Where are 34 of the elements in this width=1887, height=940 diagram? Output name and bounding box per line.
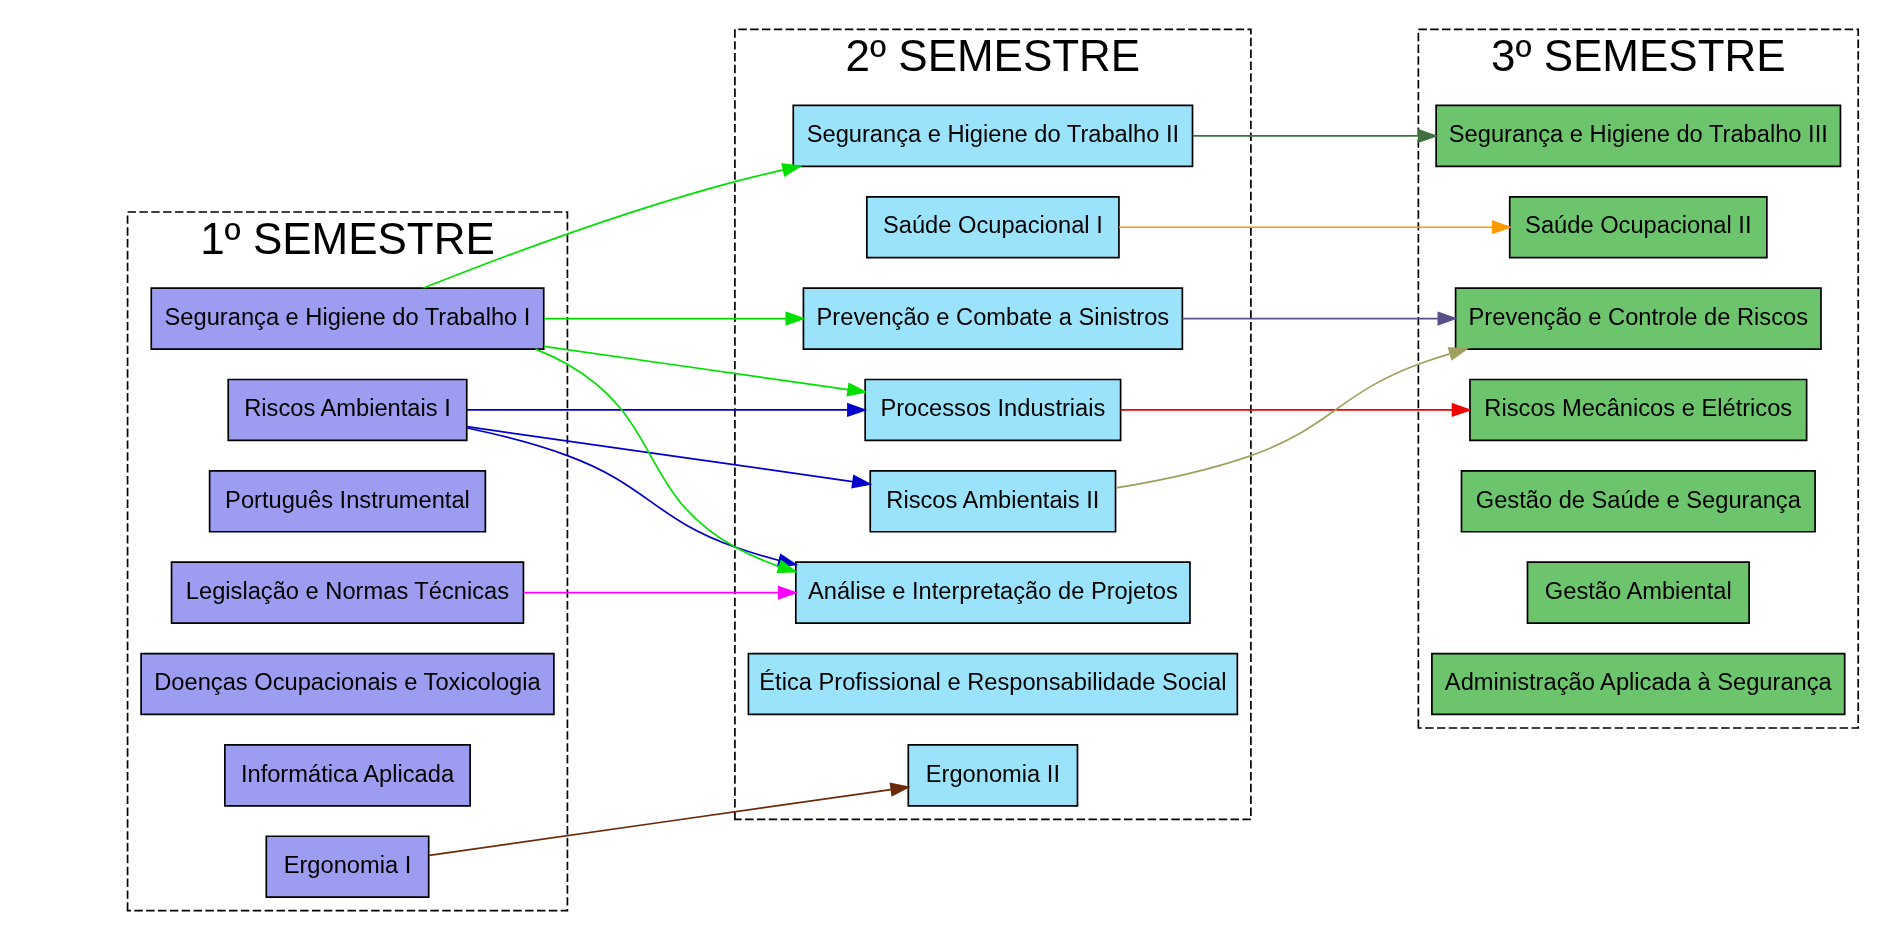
node-box: Português Instrumental xyxy=(208,470,487,533)
arrow xyxy=(522,585,799,600)
arrow xyxy=(543,311,806,326)
node-box: Saúde Ocupacional I xyxy=(866,195,1120,259)
node-box: Administração Aplicada à Segurança xyxy=(1431,652,1846,716)
node-box: Ergonomia I xyxy=(265,835,430,898)
arrow xyxy=(466,402,868,418)
arrow xyxy=(1118,220,1513,235)
arrow xyxy=(1192,128,1439,143)
node-box: Segurança e Higiene do Trabalho II xyxy=(792,104,1194,168)
node-box: Gestão Ambiental xyxy=(1526,561,1750,624)
node-box: Gestão de Saúde e Segurança xyxy=(1460,470,1816,533)
arrow xyxy=(1119,402,1472,418)
node-box: Riscos Mecânicos e Elétricos xyxy=(1469,378,1808,442)
node-box: Prevenção e Combate a Sinistros xyxy=(802,287,1184,350)
node-box: Ergonomia II xyxy=(907,744,1079,807)
node-box: Análise e Interpretação de Projetos xyxy=(794,561,1191,624)
arrow xyxy=(422,163,803,289)
node-box: Doenças Ocupacionais e Toxicologia xyxy=(140,652,555,716)
node-box: Segurança e Higiene do Trabalho III xyxy=(1435,104,1842,168)
node-box: Riscos Ambientais II xyxy=(869,470,1117,533)
arrow xyxy=(428,782,911,857)
node-box: Segurança e Higiene do Trabalho I xyxy=(150,287,545,350)
node-box: Saúde Ocupacional II xyxy=(1508,195,1768,259)
node-box: Ética Profissional e Responsabilidade Social xyxy=(747,652,1239,716)
node-box: Legislação e Normas Técnicas xyxy=(170,561,525,624)
arrow xyxy=(466,425,873,489)
node-box: Processos Industriais xyxy=(864,378,1122,442)
node-box: Prevenção e Controle de Riscos xyxy=(1454,287,1822,350)
arrow xyxy=(1115,347,1470,489)
node-box: Informática Aplicada xyxy=(224,744,471,807)
arrow xyxy=(543,345,868,397)
node-box: Riscos Ambientais I xyxy=(227,378,468,442)
arrow xyxy=(1181,311,1458,326)
